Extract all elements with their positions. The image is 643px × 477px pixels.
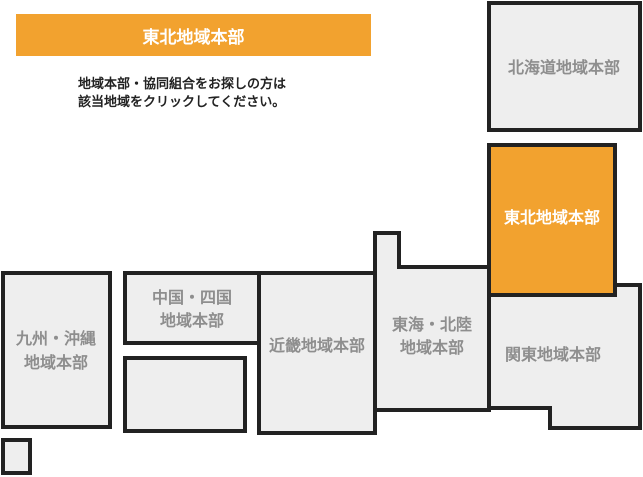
region-kyushu-okinawa[interactable]: 九州・沖縄 地域本部 [1,271,112,429]
instruction-text: 地域本部・協同組合をお探しの方は 該当地域をクリックしてください。 [78,76,378,112]
region-shikoku-island[interactable] [123,356,247,433]
region-tohoku-label: 東北地域本部 [504,208,600,227]
region-tokai-hokuriku[interactable]: 東海・北陸 地域本部 [373,231,491,412]
region-tokai-hokuriku-label-1: 東海・北陸 [392,315,472,334]
instruction-line-1: 地域本部・協同組合をお探しの方は [78,77,287,92]
region-hokkaido[interactable]: 北海道地域本部 [487,1,642,132]
region-chugoku-shikoku-label-2: 地域本部 [160,311,224,330]
region-hokkaido-label: 北海道地域本部 [508,58,620,77]
region-kinki[interactable]: 近畿地域本部 [257,271,377,435]
region-kanto-label: 関東地域本部 [505,345,601,364]
region-kyushu-okinawa-label-2: 地域本部 [24,353,88,372]
region-kinki-label: 近畿地域本部 [269,336,365,355]
region-tokai-hokuriku-label-2: 地域本部 [400,338,464,357]
region-chugoku-shikoku[interactable]: 中国・四国 地域本部 [123,271,261,345]
region-okinawa-island[interactable] [1,438,32,475]
selected-region-banner: 東北地域本部 [16,14,371,56]
instruction-line-2: 該当地域をクリックしてください。 [78,95,286,110]
region-kyushu-okinawa-label-1: 九州・沖縄 [15,329,96,348]
region-tohoku[interactable]: 東北地域本部 [487,143,617,297]
region-kanto[interactable]: 関東地域本部 [487,283,642,430]
region-chugoku-shikoku-label-1: 中国・四国 [152,288,232,307]
